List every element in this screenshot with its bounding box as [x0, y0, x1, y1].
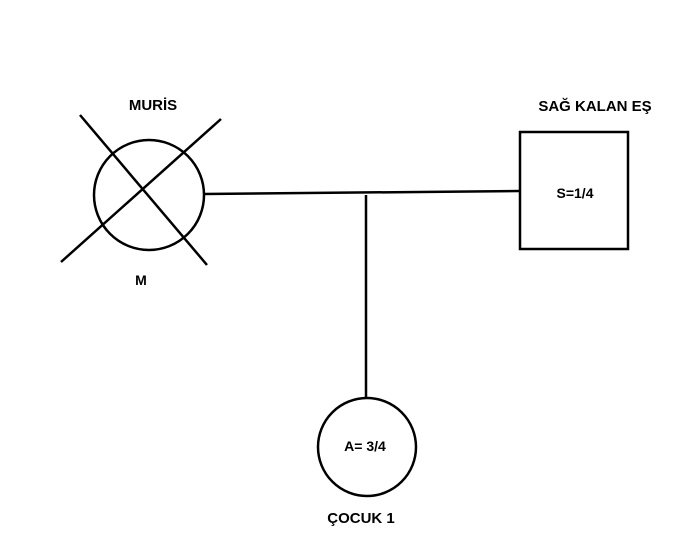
deceased-title: MURİS: [129, 97, 177, 114]
child-share: A= 3/4: [344, 438, 386, 454]
deceased-symbol: M: [135, 272, 147, 288]
deceased-cross-line-2: [60, 118, 222, 263]
deceased-circle: [92, 138, 206, 252]
child-title: ÇOCUK 1: [327, 510, 395, 527]
marriage-line: [203, 189, 520, 196]
spouse-share: S=1/4: [557, 185, 594, 201]
spouse-square: [518, 130, 630, 251]
deceased-node: [60, 114, 222, 266]
spouse-title: SAĞ KALAN EŞ: [538, 97, 651, 115]
child-circle: [316, 396, 418, 498]
deceased-cross-line-1: [79, 114, 208, 266]
